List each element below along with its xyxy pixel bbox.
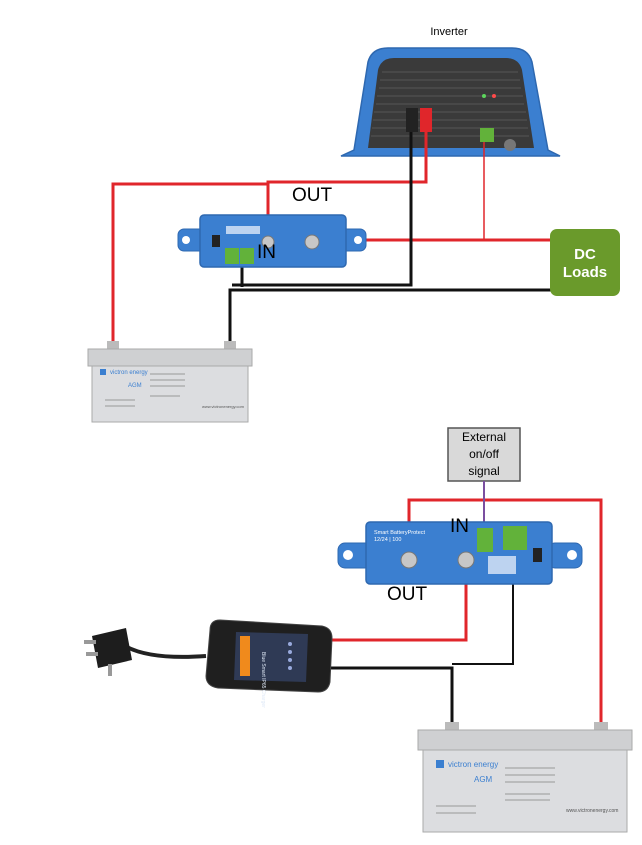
- wire-inverter-positive: [266, 132, 428, 240]
- charger: Blue Smart IP65 Charger: [205, 619, 333, 708]
- plug-body: [92, 628, 132, 668]
- bp-top-out-stud: [304, 234, 320, 250]
- inverter-label: Inverter: [430, 26, 468, 38]
- battery-top: victron energy AGM www.victronenergy.com: [87, 341, 253, 423]
- battery-bottom-website: www.victronenergy.com: [566, 808, 618, 814]
- battery-top-body: [91, 365, 249, 423]
- bottom-in-label: IN: [450, 516, 469, 537]
- battery-bottom: victron energy AGM www.victronenergy.com: [417, 722, 633, 833]
- bp-top-in-stud: [261, 235, 275, 249]
- external-signal: External on/off signal: [447, 427, 521, 482]
- battery-top-model: AGM: [128, 383, 142, 389]
- battery-bottom-model: AGM: [474, 775, 493, 784]
- battery-top-brand: victron energy: [110, 370, 148, 376]
- wire-battery-negative: [228, 288, 574, 348]
- mains-plug: [84, 628, 207, 676]
- bp-bottom-ground-terminal: [503, 526, 527, 550]
- battery-bottom-body: [422, 749, 628, 833]
- wire-inverter-negative: [232, 132, 413, 287]
- external-label-line3: signal: [468, 464, 499, 478]
- bp-bottom-title: Smart BatteryProtect: [374, 530, 426, 536]
- wire-charger-positive: [330, 560, 468, 642]
- dc-loads-label-line2: Loads: [563, 264, 607, 281]
- inverter-negative-terminal: [406, 108, 418, 132]
- bp-bottom-subtitle: 12/24 | 100: [374, 537, 401, 543]
- bp-bottom-remote-terminal: [477, 528, 493, 552]
- battery-top-website: www.victronenergy.com: [202, 404, 245, 409]
- inverter-positive-terminal: [420, 108, 432, 132]
- top-in-label: IN: [257, 242, 276, 263]
- wire-battery-positive: [111, 182, 268, 348]
- dc-loads-label-line1: DC: [574, 246, 596, 263]
- battery-protect-bottom: Smart BatteryProtect 12/24 | 100: [337, 521, 583, 585]
- charger-label: Blue Smart IP65 Charger: [260, 652, 266, 708]
- battery-protect-top: [177, 214, 367, 268]
- bottom-out-label: OUT: [387, 584, 428, 605]
- battery-bottom-brand: victron energy: [448, 760, 498, 769]
- inverter-remote-terminal: [480, 128, 494, 142]
- top-out-label: OUT: [292, 185, 333, 206]
- inverter: Inverter: [340, 26, 561, 157]
- bp-bottom-out-stud: [457, 551, 475, 569]
- wire-charger-negative: [330, 666, 454, 728]
- external-label-line1: External: [462, 430, 506, 444]
- inverter-ac-outlet: [504, 139, 516, 151]
- bp-bottom-in-stud: [400, 551, 418, 569]
- dc-loads: DC Loads: [550, 229, 620, 296]
- dc-loads-box: [550, 229, 620, 296]
- external-label-line2: on/off: [469, 447, 499, 461]
